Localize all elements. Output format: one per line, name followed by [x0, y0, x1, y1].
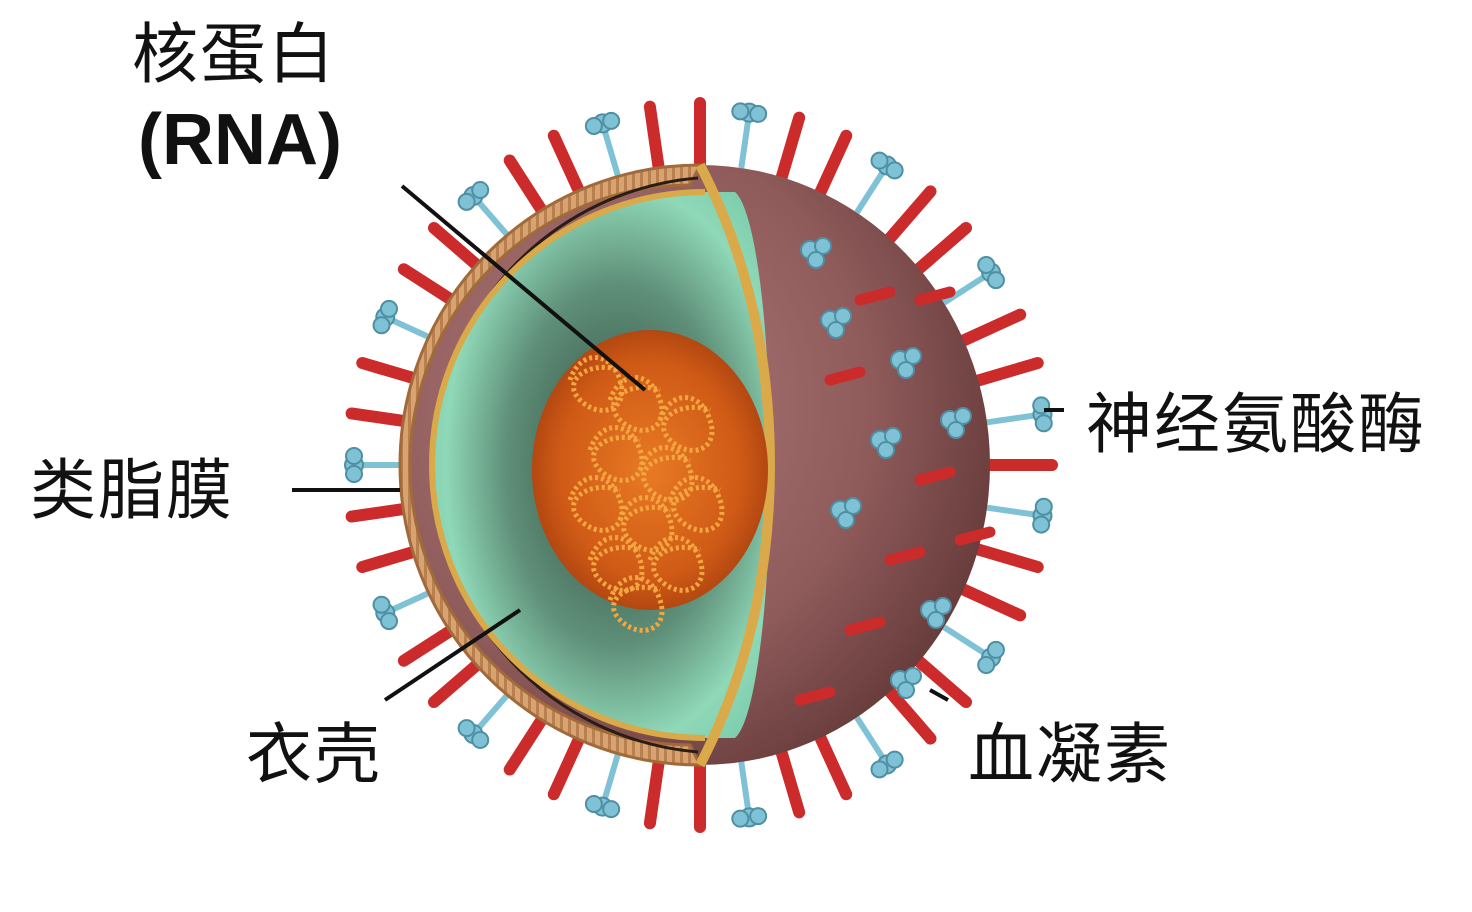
hemagglutinin-spike [643, 755, 665, 830]
label-hemagglutinin: 血凝素 [968, 716, 1172, 793]
hemagglutinin-spike [913, 221, 973, 275]
neuraminidase-spike [820, 307, 852, 339]
label-nucleoprotein: 核蛋白 [132, 16, 336, 93]
hemagglutinin-spike [884, 546, 926, 566]
leader-line-nucleoprotein [400, 184, 647, 392]
label-rna: (RNA) [138, 100, 342, 180]
hemagglutinin-spike [883, 685, 937, 745]
neuraminidase-spike [854, 715, 904, 779]
hemagglutinin-spike [844, 616, 886, 636]
neuraminidase-spike [942, 255, 1005, 306]
hemagglutinin-spike [775, 746, 806, 819]
hemagglutinin-spike [814, 129, 853, 199]
hemagglutinin-spike [957, 308, 1027, 347]
rna-strand [617, 495, 675, 553]
hemagglutinin-spike [954, 526, 996, 546]
hemagglutinin-spike [972, 357, 1044, 387]
neuraminidase-spike [457, 181, 513, 241]
neuraminidase-spike [986, 396, 1053, 433]
neuraminidase-spike [731, 102, 768, 169]
rna-strand [647, 535, 705, 593]
hemagglutinin-spike [914, 286, 956, 306]
leader-line-hemagglutinin [929, 688, 949, 702]
hemagglutinin-spike [914, 466, 956, 486]
hemagglutinin-spike [547, 731, 586, 801]
hemagglutinin-spike [972, 543, 1044, 573]
rna-strand [607, 575, 665, 633]
neuraminidase-spike [344, 447, 410, 483]
rna-strand [667, 475, 725, 533]
hemagglutinin-spike [814, 731, 853, 801]
neuraminidase-spike [940, 407, 972, 439]
rna-strands [567, 355, 725, 633]
neuraminidase-spike [854, 151, 904, 215]
hemagglutinin-spike [913, 655, 973, 709]
rna-strand [587, 425, 645, 483]
hemagglutinin-spike [883, 185, 937, 245]
rna-strand [567, 475, 625, 533]
hemagglutinin-spike [794, 686, 836, 706]
cut-face-edge [695, 162, 776, 768]
neuraminidase-spike [584, 752, 622, 819]
label-lipid-membrane: 类脂膜 [30, 452, 234, 529]
capsid-rim [429, 189, 706, 741]
surface-spikes-back [344, 97, 1058, 833]
hemagglutinin-spike [503, 154, 550, 219]
hemagglutinin-spike [427, 655, 487, 709]
hemagglutinin-spike [957, 583, 1027, 622]
hemagglutinin-spike [397, 263, 463, 309]
leader-line-capsid [383, 608, 522, 702]
hemagglutinin-spike [643, 100, 665, 175]
neuraminidase-spike [584, 111, 622, 178]
label-capsid: 衣壳 [246, 716, 382, 793]
hemagglutinin-spike [824, 366, 866, 386]
rna-strand [637, 445, 695, 503]
cutaway-section [398, 162, 776, 768]
neuraminidase-spike [372, 586, 438, 631]
neuraminidase-spike [890, 347, 922, 379]
rna-strand [657, 395, 715, 453]
rna-core [532, 330, 768, 610]
label-neuraminidase: 神经氨酸酶 [1086, 386, 1426, 463]
surface-spikes-front [794, 237, 996, 706]
hemagglutinin-spike [775, 111, 806, 184]
hemagglutinin-spike [503, 711, 550, 776]
neuraminidase-spike [372, 299, 438, 344]
neuraminidase-spike [890, 667, 922, 699]
neuraminidase-spike [830, 497, 862, 529]
leader-lines [292, 184, 1064, 702]
neuraminidase-spike [942, 624, 1005, 675]
neuraminidase-spike [457, 689, 513, 749]
hemagglutinin-spike [427, 221, 487, 275]
neuraminidase-spike [870, 427, 902, 459]
neuraminidase-spike [986, 497, 1053, 534]
neuraminidase-spike [800, 237, 832, 269]
hemagglutinin-spike [547, 129, 586, 199]
rna-strand [607, 375, 665, 433]
neuraminidase-spike [731, 761, 768, 828]
hemagglutinin-spike [854, 286, 896, 306]
neuraminidase-spike [920, 597, 952, 629]
hemagglutinin-spike [397, 621, 463, 667]
